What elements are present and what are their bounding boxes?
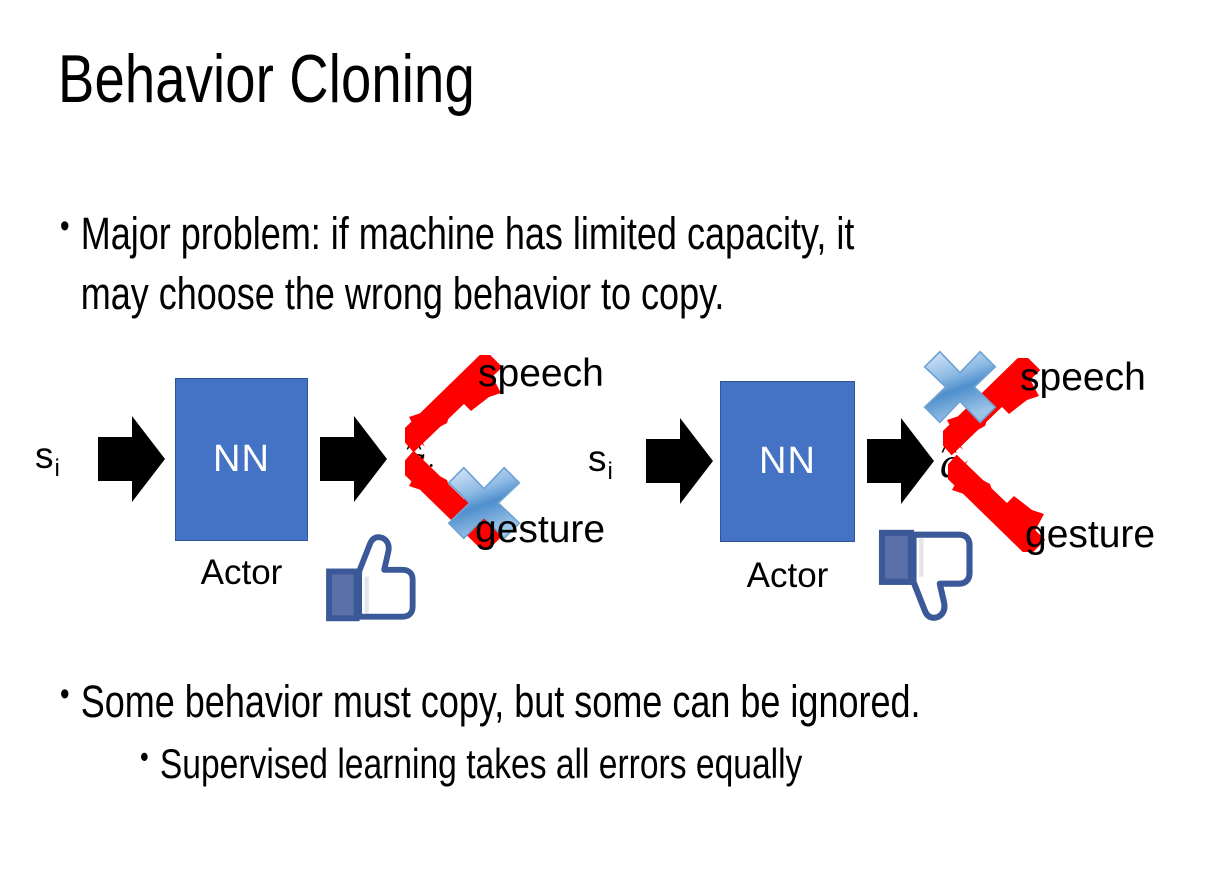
gesture-arrow-right: [941, 452, 1048, 558]
cross-out-icon-left: [442, 461, 526, 545]
input-arrow-right: [646, 418, 714, 504]
bullet-bottom-1-text: Some behavior must copy, but some can be…: [80, 676, 921, 727]
nn-box-label: NN: [213, 438, 270, 480]
thumbs-up-icon: [320, 533, 425, 625]
speech-arrow-left: [398, 349, 505, 455]
option-label-speech-right: speech: [1020, 356, 1146, 399]
nn-box-label: NN: [759, 440, 816, 482]
diagram-negative-case: si NN Actor ^ai: [570, 340, 1160, 640]
bullet-top-text: Major problem: if machine has limited ca…: [80, 208, 855, 320]
state-label-left: si: [35, 435, 60, 482]
bullet-bottom-2: • Supervised learning takes all errors e…: [140, 736, 1210, 792]
actor-caption-left: Actor: [200, 553, 283, 592]
nn-box-left: NN: [175, 378, 308, 541]
actor-caption-right: Actor: [746, 556, 829, 595]
bullet-marker: •: [60, 675, 70, 713]
nn-box-right: NN: [720, 381, 855, 542]
bullet-marker: •: [60, 207, 70, 245]
bullet-bottom-1: • Some behavior must copy, but some can …: [60, 672, 1204, 732]
output-arrow-left: [320, 416, 388, 502]
option-label-gesture-right: gesture: [1025, 513, 1156, 556]
bullet-bottom-2-text: Supervised learning takes all errors equ…: [159, 740, 803, 787]
bullet-top: • Major problem: if machine has limited …: [60, 204, 1204, 325]
cross-out-icon-right: [918, 345, 1002, 429]
option-label-speech-left: speech: [478, 352, 604, 395]
page-title: Behavior Cloning: [58, 41, 475, 117]
state-label-right: si: [588, 438, 613, 485]
bullet-marker: •: [140, 739, 149, 774]
diagram-positive-case: si NN Actor ^ai: [20, 340, 610, 640]
output-arrow-right: [867, 418, 935, 504]
thumbs-down-icon: [875, 525, 980, 623]
input-arrow-left: [98, 416, 166, 502]
option-label-gesture-left: gesture: [475, 508, 606, 551]
